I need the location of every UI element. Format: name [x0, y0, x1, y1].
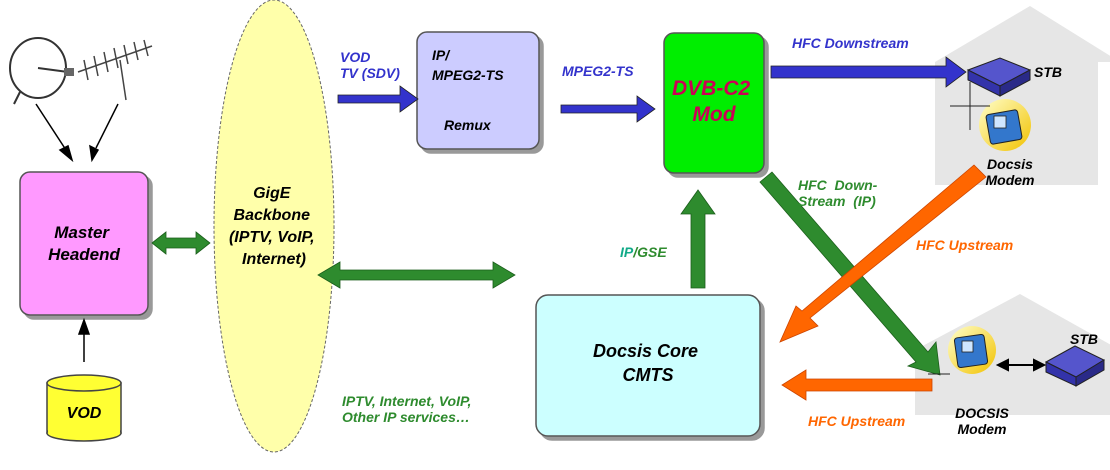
input-arrows: [35, 103, 119, 362]
ip-gse-ip: IP: [620, 244, 634, 260]
arrow-remux-to-mod: [560, 95, 656, 123]
ip-gse-rest: /GSE: [633, 244, 667, 260]
arrow-hfc-upstream-diagonal: [779, 164, 987, 343]
set-top-box-icon: [1044, 345, 1106, 387]
cable-modem-icon: [979, 99, 1031, 151]
docsis-modem-label-1: Docsis Modem: [985, 156, 1035, 189]
house-top: [935, 6, 1110, 185]
arrow-backbone-to-remux: [337, 85, 419, 113]
stb-label-2: STB: [1070, 331, 1098, 347]
arrow-hfc-downstream: [770, 56, 967, 88]
ip-gse-label: IP/GSE: [620, 244, 667, 260]
remux-top-label: IP/ MPEG2-TS: [432, 47, 504, 83]
arrow-cmts-to-mod: [680, 189, 716, 289]
cmts-box: [535, 294, 761, 437]
satellite-dish-icon: [9, 37, 74, 105]
docsis-modem-label-2: DOCSIS Modem: [955, 405, 1009, 438]
hfc-downstream-ip-label: HFC Down- Stream (IP): [798, 177, 878, 210]
antenna-icon: [77, 39, 153, 101]
vod-tv-label: VOD TV (SDV): [340, 49, 400, 82]
vod-db-label: VOD: [67, 405, 102, 422]
dvb-c2-mod-box: [663, 32, 765, 174]
hfc-upstream-label-2: HFC Upstream: [808, 413, 906, 429]
backbone-ellipse: [213, 0, 335, 453]
mpeg2ts-label: MPEG2-TS: [562, 63, 634, 79]
device-link: [995, 358, 1047, 372]
ip-services-label: IPTV, Internet, VoIP, Other IP services…: [342, 393, 472, 426]
master-headend-label: Master Headend: [48, 223, 120, 264]
remux-bottom-label: Remux: [444, 117, 492, 133]
backbone-label: GigE Backbone (IPTV, VoIP, Internet): [229, 185, 319, 268]
cable-modem-icon: [948, 326, 996, 374]
master-headend-box: [19, 171, 149, 316]
arrow-master-backbone: [151, 231, 211, 255]
stb-label-1: STB: [1034, 64, 1062, 80]
hfc-upstream-label-1: HFC Upstream: [916, 237, 1014, 253]
dvb-c2-mod-label: DVB-C2 Mod: [672, 77, 756, 126]
remux-box: [416, 31, 540, 150]
set-top-box-icon: [966, 57, 1032, 97]
vod-database: [46, 374, 122, 442]
cmts-label: Docsis Core CMTS: [593, 341, 703, 385]
arrow-backbone-cmts: [317, 261, 516, 289]
arrow-hfc-upstream-horizontal: [781, 369, 933, 401]
hfc-downstream-label: HFC Downstream: [792, 35, 909, 51]
house-bottom: [915, 294, 1110, 415]
